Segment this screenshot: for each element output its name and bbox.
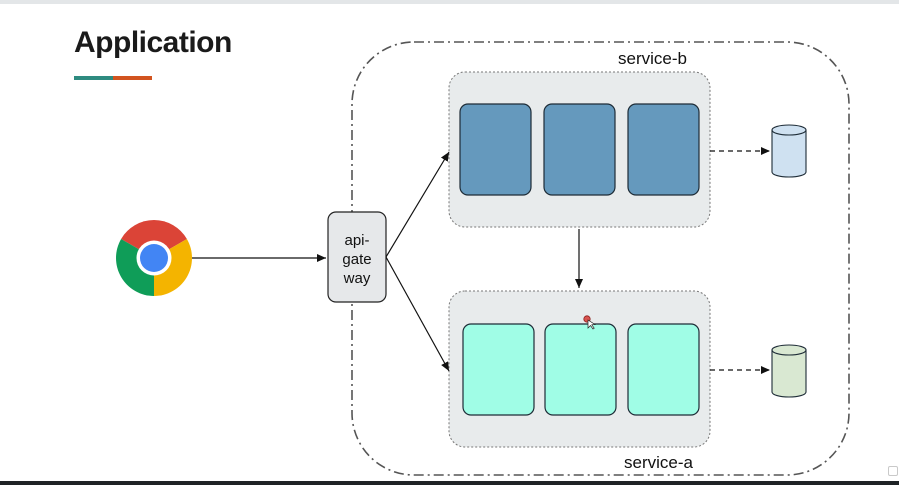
slide-title: Application	[74, 26, 232, 59]
chrome-icon	[116, 220, 192, 296]
service-a-database	[771, 344, 807, 398]
gateway-to-service-a-arrow	[385, 256, 450, 372]
gateway-to-service-b-arrow	[385, 151, 450, 258]
api-gateway-label-line-2: gate	[342, 251, 371, 268]
accent-teal-segment	[74, 76, 113, 80]
service-b-pod-1	[459, 103, 532, 196]
service-b-database	[771, 124, 807, 178]
bottom-bar	[0, 481, 899, 485]
service-b-label: service-b	[618, 49, 687, 68]
corner-watermark-icon	[888, 466, 898, 476]
service-a-pod-2	[544, 323, 617, 416]
service-b-pod-3	[627, 103, 700, 196]
service-b-pod-2	[543, 103, 616, 196]
api-gateway-label-line-1: api-	[344, 232, 369, 249]
service-a-pod-1	[462, 323, 535, 416]
top-bar	[0, 0, 899, 4]
title-accent-underline	[74, 76, 152, 80]
service-a-pod-3	[627, 323, 700, 416]
accent-orange-segment	[113, 76, 152, 80]
cursor-icon	[583, 315, 597, 330]
service-a-label: service-a	[624, 453, 694, 472]
api-gateway-label-line-3: way	[343, 270, 371, 287]
